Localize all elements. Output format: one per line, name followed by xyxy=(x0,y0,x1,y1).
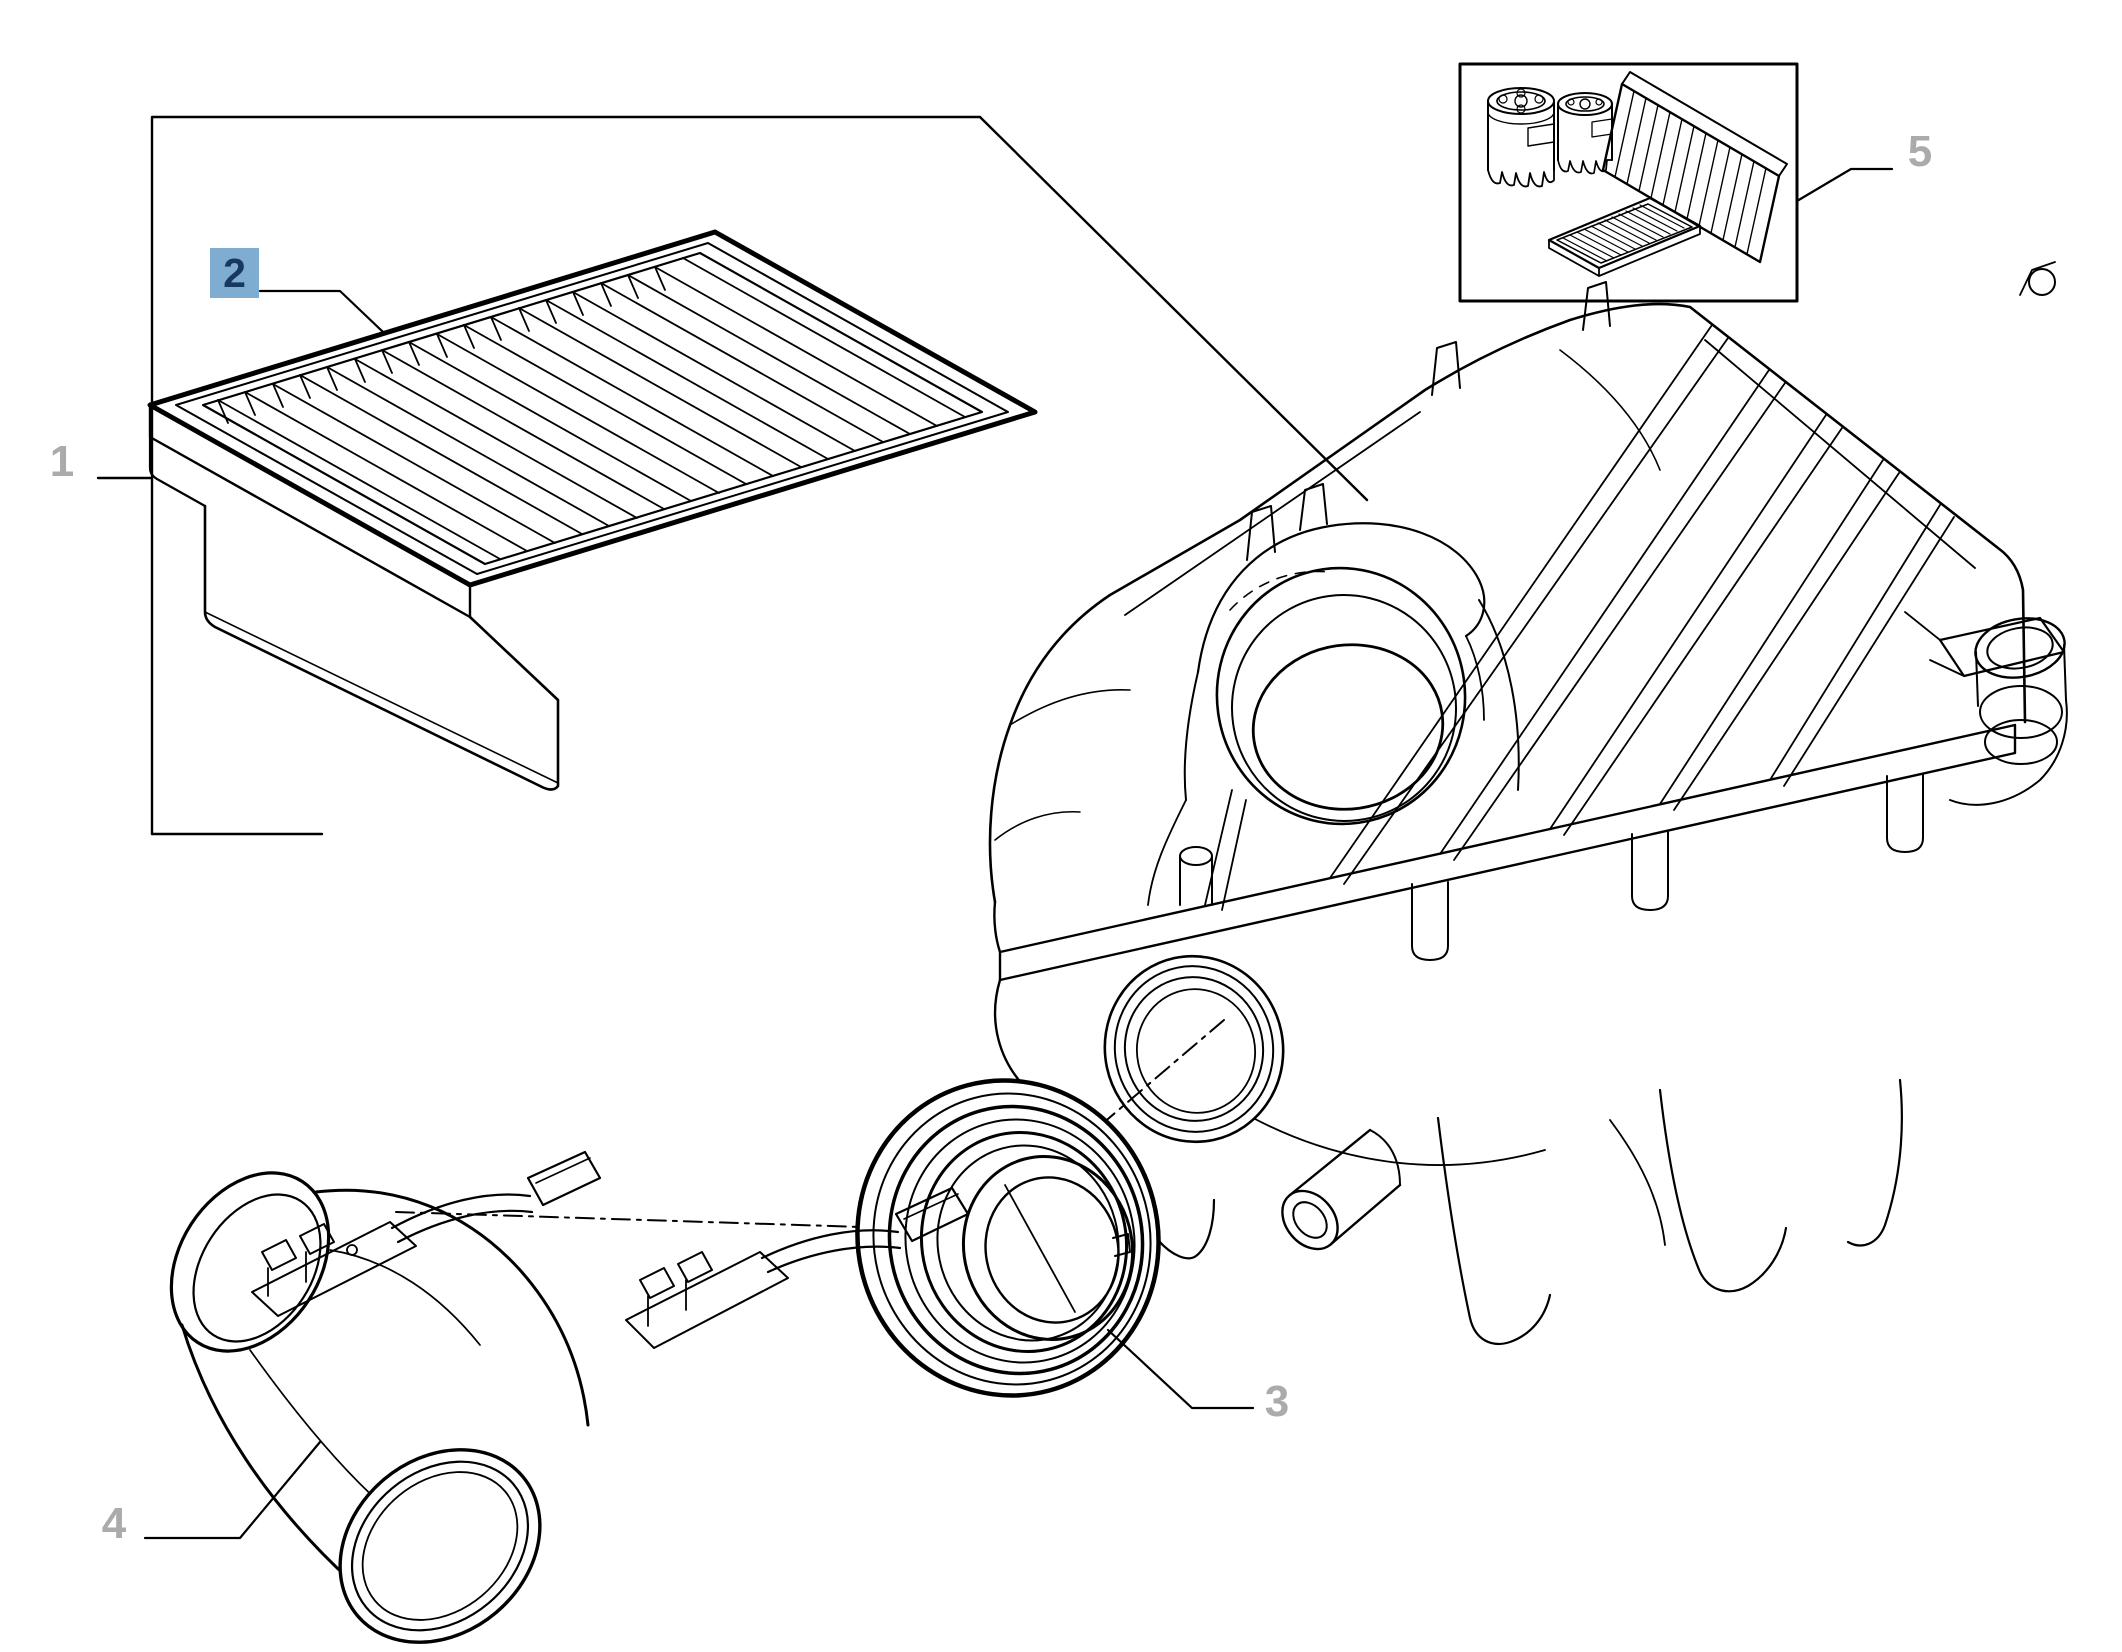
intake-bellows-drawing xyxy=(822,1047,1253,1430)
part1-callout-box xyxy=(98,117,1367,834)
part-label-2-highlighted[interactable]: 2 xyxy=(210,248,259,298)
air-filter-element-drawing xyxy=(150,232,1035,790)
intake-duct-drawing xyxy=(139,1143,968,1652)
air-cleaner-housing-drawing xyxy=(990,262,2069,1344)
part-label-5[interactable]: 5 xyxy=(1907,127,1933,176)
housing-ribs xyxy=(1205,325,1954,910)
part-label-4[interactable]: 4 xyxy=(101,1499,127,1548)
part-label-1[interactable]: 1 xyxy=(49,437,75,486)
part-label-3[interactable]: 3 xyxy=(1264,1377,1290,1426)
service-kit-drawing xyxy=(1460,64,1892,301)
filter-pleats xyxy=(218,258,965,559)
